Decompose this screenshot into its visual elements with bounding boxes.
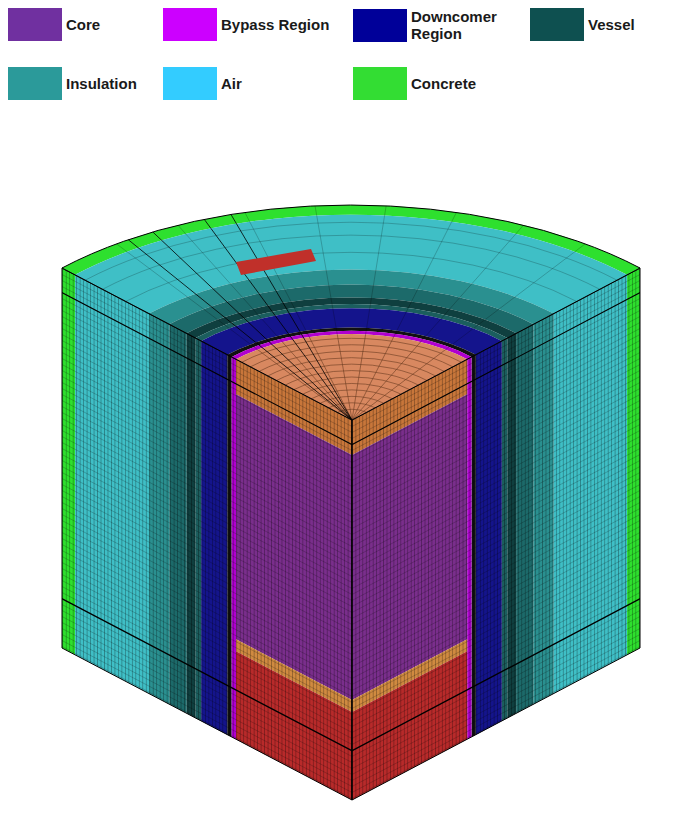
legend-label: Bypass Region bbox=[221, 16, 329, 33]
legend-label: Insulation bbox=[66, 75, 137, 92]
legend-item: Vessel bbox=[530, 8, 635, 41]
legend-label: Downcomer Region bbox=[411, 8, 506, 42]
legend-label: Vessel bbox=[588, 16, 635, 33]
legend-label: Concrete bbox=[411, 75, 476, 92]
red-marker bbox=[236, 249, 316, 275]
legend-label: Core bbox=[66, 16, 100, 33]
legend-item: Concrete bbox=[353, 67, 476, 100]
axis-edge bbox=[352, 420, 353, 800]
legend-swatch bbox=[163, 8, 217, 41]
legend-swatch bbox=[530, 8, 584, 41]
legend-swatch bbox=[353, 67, 407, 100]
legend-item: Insulation bbox=[8, 67, 137, 100]
legend-item: Air bbox=[163, 67, 242, 100]
legend-swatch bbox=[353, 9, 407, 42]
legend-item: Downcomer Region bbox=[353, 8, 506, 42]
legend-label: Air bbox=[221, 75, 242, 92]
legend-item: Core bbox=[8, 8, 100, 41]
legend-item: Bypass Region bbox=[163, 8, 329, 41]
legend-swatch bbox=[8, 67, 62, 100]
legend-swatch bbox=[8, 8, 62, 41]
legend-swatch bbox=[163, 67, 217, 100]
top-surface bbox=[62, 116, 640, 420]
